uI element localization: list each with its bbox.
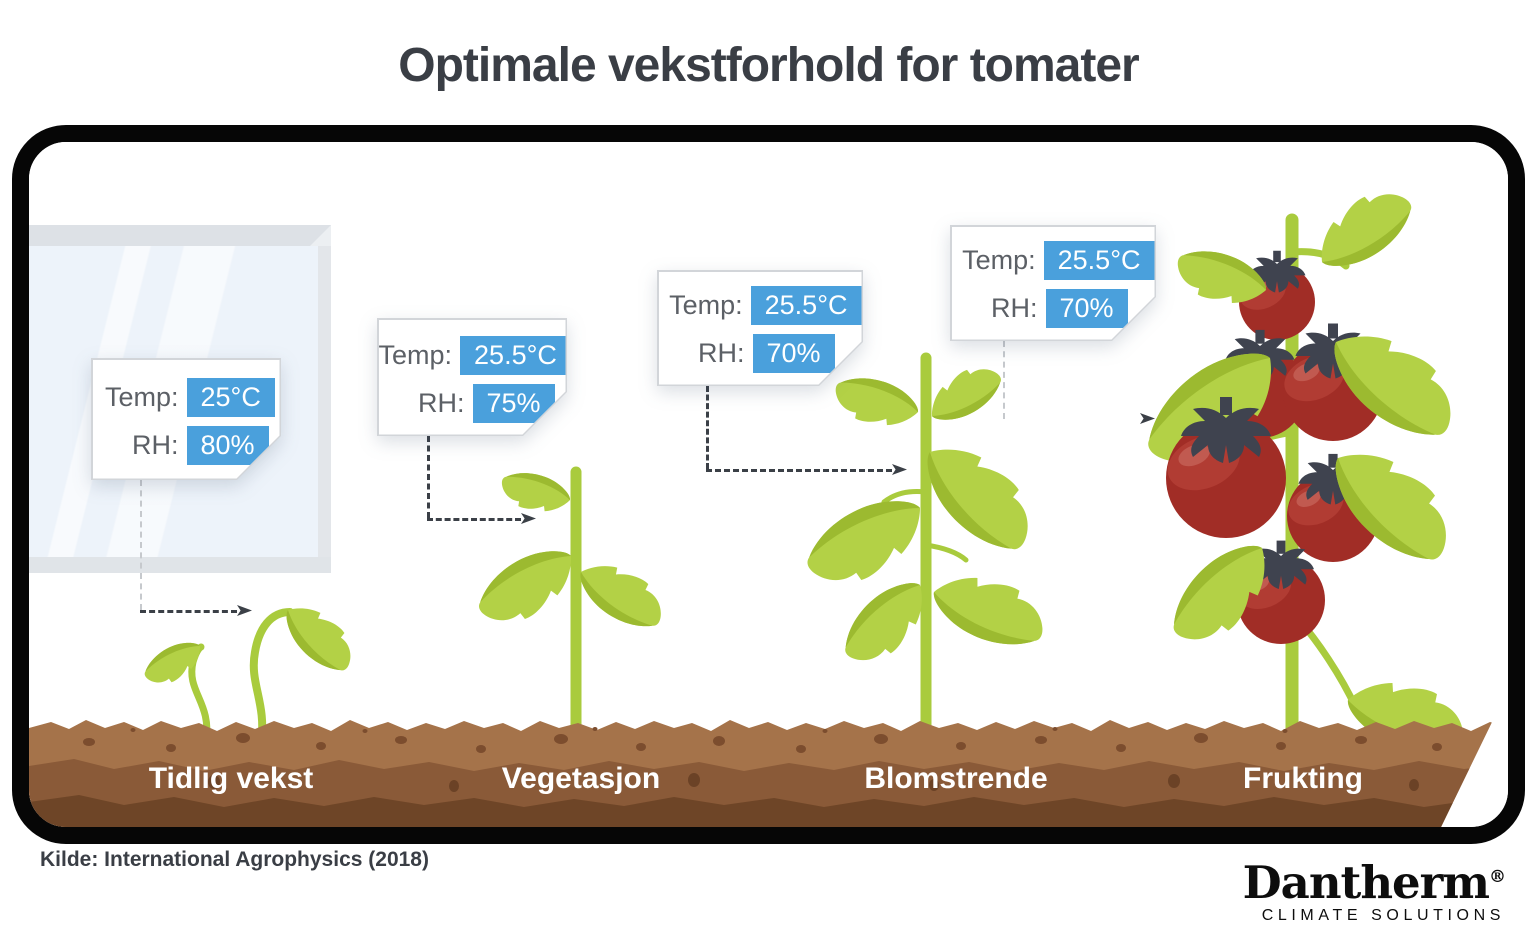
rh-label: RH: — [991, 292, 1038, 323]
rh-row: RH: 70% — [659, 334, 862, 373]
connector-1-horizontal — [140, 610, 237, 613]
rh-value: 70% — [1046, 289, 1128, 328]
arrowhead-icon — [237, 605, 252, 616]
connector-4-vertical — [1003, 341, 1005, 419]
connector-3-horizontal — [706, 469, 892, 472]
plant-vegetative — [468, 465, 674, 744]
rh-row: RH: 80% — [93, 426, 280, 465]
arrowhead-icon — [892, 464, 907, 475]
infographic-frame: Tidlig vekst Vegetasjon Blomstrende Fruk… — [12, 125, 1525, 844]
temp-row: Temp: 25°C — [93, 378, 280, 417]
window-frame-bottom — [29, 557, 331, 573]
temp-value: 25.5°C — [460, 336, 571, 375]
brand-tagline: CLIMATE SOLUTIONS — [1261, 907, 1505, 924]
connector-2-horizontal — [427, 518, 521, 521]
temp-label: Temp: — [378, 339, 453, 370]
stage-label-tidlig-vekst: Tidlig vekst — [148, 762, 314, 795]
brand-wordmark: Dantherm® — [1243, 860, 1506, 905]
stage-label-vegetasjon: Vegetasjon — [501, 762, 661, 795]
callout-blomstrende: Temp: 25.5°C RH: 70% — [657, 270, 863, 386]
temp-row: Temp: 25.5°C — [379, 336, 566, 375]
rh-value: 75% — [473, 384, 555, 423]
rh-label: RH: — [698, 337, 745, 368]
arrowhead-icon — [1140, 413, 1155, 424]
temp-row: Temp: 25.5°C — [659, 286, 862, 325]
connector-3-vertical — [706, 386, 709, 469]
brand-name: Dantherm — [1242, 856, 1490, 909]
callout-frukting: Temp: 25.5°C RH: 70% — [950, 225, 1156, 341]
brand-logo: Dantherm® CLIMATE SOLUTIONS — [1243, 860, 1506, 925]
callout-body: Temp: 25.5°C RH: 70% — [952, 227, 1155, 340]
registered-mark: ® — [1489, 867, 1506, 887]
stage-label-blomstrende: Blomstrende — [864, 762, 1048, 795]
rh-value: 80% — [187, 426, 269, 465]
source-note: Kilde: International Agrophysics (2018) — [40, 848, 429, 871]
rh-label: RH: — [418, 387, 465, 418]
plant-fruiting — [1129, 177, 1475, 766]
rh-row: RH: 70% — [952, 289, 1155, 328]
frame-inner: Tidlig vekst Vegetasjon Blomstrende Fruk… — [29, 142, 1508, 827]
page-title: Optimale vekstforhold for tomater — [398, 39, 1139, 92]
rh-label: RH: — [132, 429, 179, 460]
soil: Tidlig vekst Vegetasjon Blomstrende Fruk… — [29, 716, 1495, 827]
callout-body: Temp: 25.5°C RH: 75% — [379, 320, 566, 435]
soil-graphic — [29, 720, 1495, 827]
rh-value: 70% — [753, 334, 835, 373]
rh-row: RH: 75% — [379, 384, 566, 423]
callout-body: Temp: 25.5°C RH: 70% — [659, 272, 862, 385]
window-frame-right — [318, 246, 331, 557]
temp-label: Temp: — [104, 381, 179, 412]
arrowhead-icon — [521, 513, 536, 524]
window-frame-top — [29, 225, 331, 246]
temp-row: Temp: 25.5°C — [952, 241, 1155, 280]
callout-tidlig-vekst: Temp: 25°C RH: 80% — [91, 358, 281, 480]
temp-value: 25°C — [187, 378, 275, 417]
temp-label: Temp: — [962, 244, 1036, 275]
plant-seedlings — [138, 592, 364, 748]
plant-flowering — [795, 352, 1055, 744]
temp-value: 25.5°C — [751, 286, 862, 325]
temp-value: 25.5°C — [1044, 241, 1155, 280]
connector-1-vertical — [140, 480, 142, 610]
callout-body: Temp: 25°C RH: 80% — [93, 360, 280, 479]
stage-label-frukting: Frukting — [1243, 762, 1363, 795]
callout-vegetasjon: Temp: 25.5°C RH: 75% — [377, 318, 567, 436]
connector-2-vertical — [427, 436, 430, 518]
temp-label: Temp: — [669, 289, 743, 320]
